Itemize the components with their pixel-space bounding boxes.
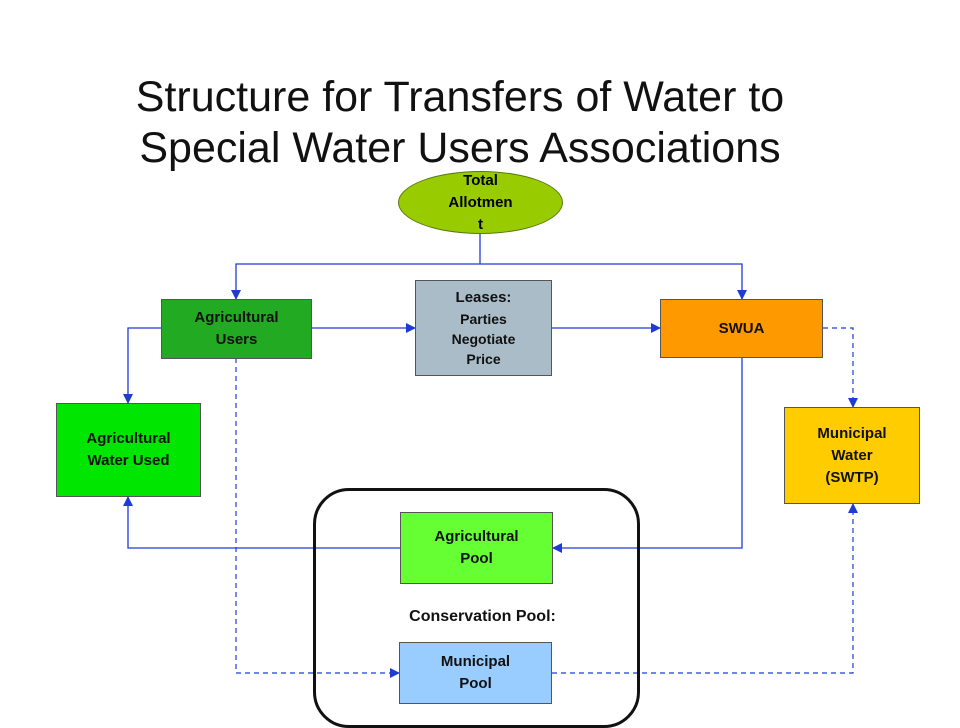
node-label-line: Parties bbox=[460, 311, 507, 327]
node-label-line: Agricultural bbox=[86, 430, 171, 447]
node-label-line: Pool bbox=[460, 550, 493, 567]
node-label-line: Pool bbox=[459, 675, 492, 692]
title-line-1: Structure for Transfers of Water to bbox=[135, 73, 785, 121]
connector-swua-to-municipal-water bbox=[823, 327, 858, 408]
title-line-2: Special Water Users Associations bbox=[139, 124, 781, 172]
municipal-water-node: Municipal Water (SWTP) bbox=[784, 407, 920, 504]
node-label-line: Water Used bbox=[87, 452, 170, 469]
node-label-line: (SWTP) bbox=[825, 468, 879, 486]
connector-ag-users-to-water-used bbox=[123, 327, 161, 404]
agricultural-users-node: Agricultural Users bbox=[161, 299, 312, 359]
connector-swua-to-ag-pool bbox=[552, 358, 743, 553]
node-label-line: Municipal bbox=[440, 653, 511, 670]
municipal-pool-node: Municipal Pool bbox=[399, 642, 552, 704]
node-label-line: t bbox=[478, 215, 483, 233]
connector-ag-pool-to-water-used bbox=[123, 496, 400, 549]
agricultural-water-used-node: Agricultural Water Used bbox=[56, 403, 201, 497]
node-label-line: Users bbox=[215, 331, 258, 348]
node-label-line: Allotmen bbox=[448, 193, 513, 211]
node-label-line: Water bbox=[831, 446, 873, 464]
slide-title: Structure for Transfers of Water to Spec… bbox=[40, 72, 880, 174]
connector-municipal-pool-to-municipal-water bbox=[552, 503, 858, 674]
connector-allotment-to-swua bbox=[480, 263, 747, 300]
swua-node: SWUA bbox=[660, 299, 823, 358]
node-label-line: Total bbox=[463, 171, 498, 189]
connector-ag-users-to-municipal-pool bbox=[235, 358, 400, 678]
node-label-line: Price bbox=[466, 351, 501, 367]
node-label-line: Negotiate bbox=[451, 331, 516, 347]
node-label-line: Agricultural bbox=[194, 309, 279, 326]
connector-allotment-to-ag-users bbox=[231, 263, 480, 300]
node-label-line: Leases: bbox=[455, 289, 512, 306]
node-label-line: Municipal bbox=[817, 424, 887, 442]
node-label-line: Agricultural bbox=[434, 528, 519, 545]
leases-node: Leases: Parties Negotiate Price bbox=[415, 280, 552, 376]
node-label-line: SWUA bbox=[718, 320, 765, 337]
total-allotment-node: Total Allotmen t bbox=[398, 171, 563, 234]
agricultural-pool-node: Agricultural Pool bbox=[400, 512, 553, 584]
conservation-pool-label: Conservation Pool: bbox=[409, 608, 556, 625]
